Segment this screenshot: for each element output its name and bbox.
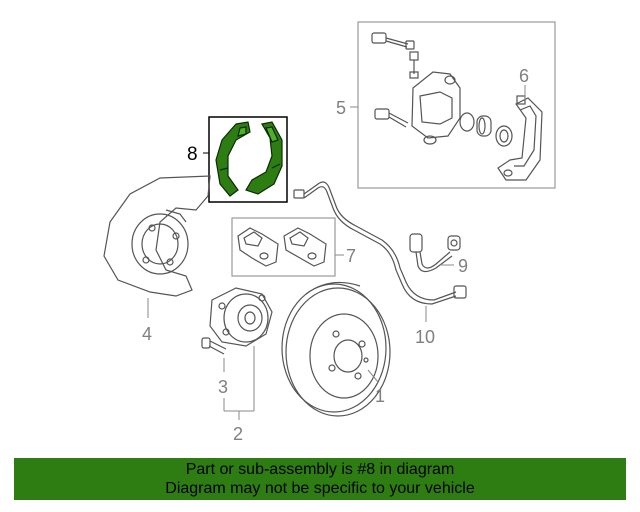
callout-6-label: 6: [519, 66, 529, 86]
brake-pads-frame: [231, 217, 336, 277]
brake-pads-group: [231, 217, 344, 277]
highlight-box: [208, 116, 288, 203]
hub-assembly-icon: [209, 287, 273, 347]
callout-4-label: 4: [142, 324, 152, 344]
callout-8-label: 8: [187, 144, 198, 165]
callout-1-label: 1: [375, 386, 385, 406]
info-banner: Part or sub-assembly is #8 in diagram Di…: [14, 458, 626, 500]
callout-5-label: 5: [336, 98, 346, 118]
parking-brake-shoes-group: [203, 116, 288, 203]
wheel-stud-icon: [201, 337, 227, 355]
brake-pads-icon: [237, 227, 327, 267]
dust-shield-icon: [103, 175, 211, 297]
callout-2-label: 2: [233, 424, 243, 444]
caliper-bracket-icon: [497, 95, 543, 181]
brake-rotor-icon: [281, 281, 391, 417]
banner-line-2: Diagram may not be specific to your vehi…: [165, 480, 475, 497]
brake-hose-icon: [409, 233, 461, 273]
callout-9-label: 9: [458, 256, 468, 276]
callout-7-label: 7: [346, 246, 356, 266]
caliper-assembly-icon: [371, 32, 513, 147]
callout-10-label: 10: [415, 327, 435, 347]
abs-sensor-wire-icon: [293, 181, 467, 305]
callout-2-3-bracket: [223, 346, 255, 420]
caliper-assembly-group: [350, 21, 556, 189]
banner-line-1: Part or sub-assembly is #8 in diagram: [185, 461, 455, 478]
callout-1-leader: [367, 369, 379, 383]
callout-3-label: 3: [218, 377, 228, 397]
parking-brake-shoes-icon: [215, 121, 283, 197]
caliper-assembly-frame: [357, 21, 556, 189]
